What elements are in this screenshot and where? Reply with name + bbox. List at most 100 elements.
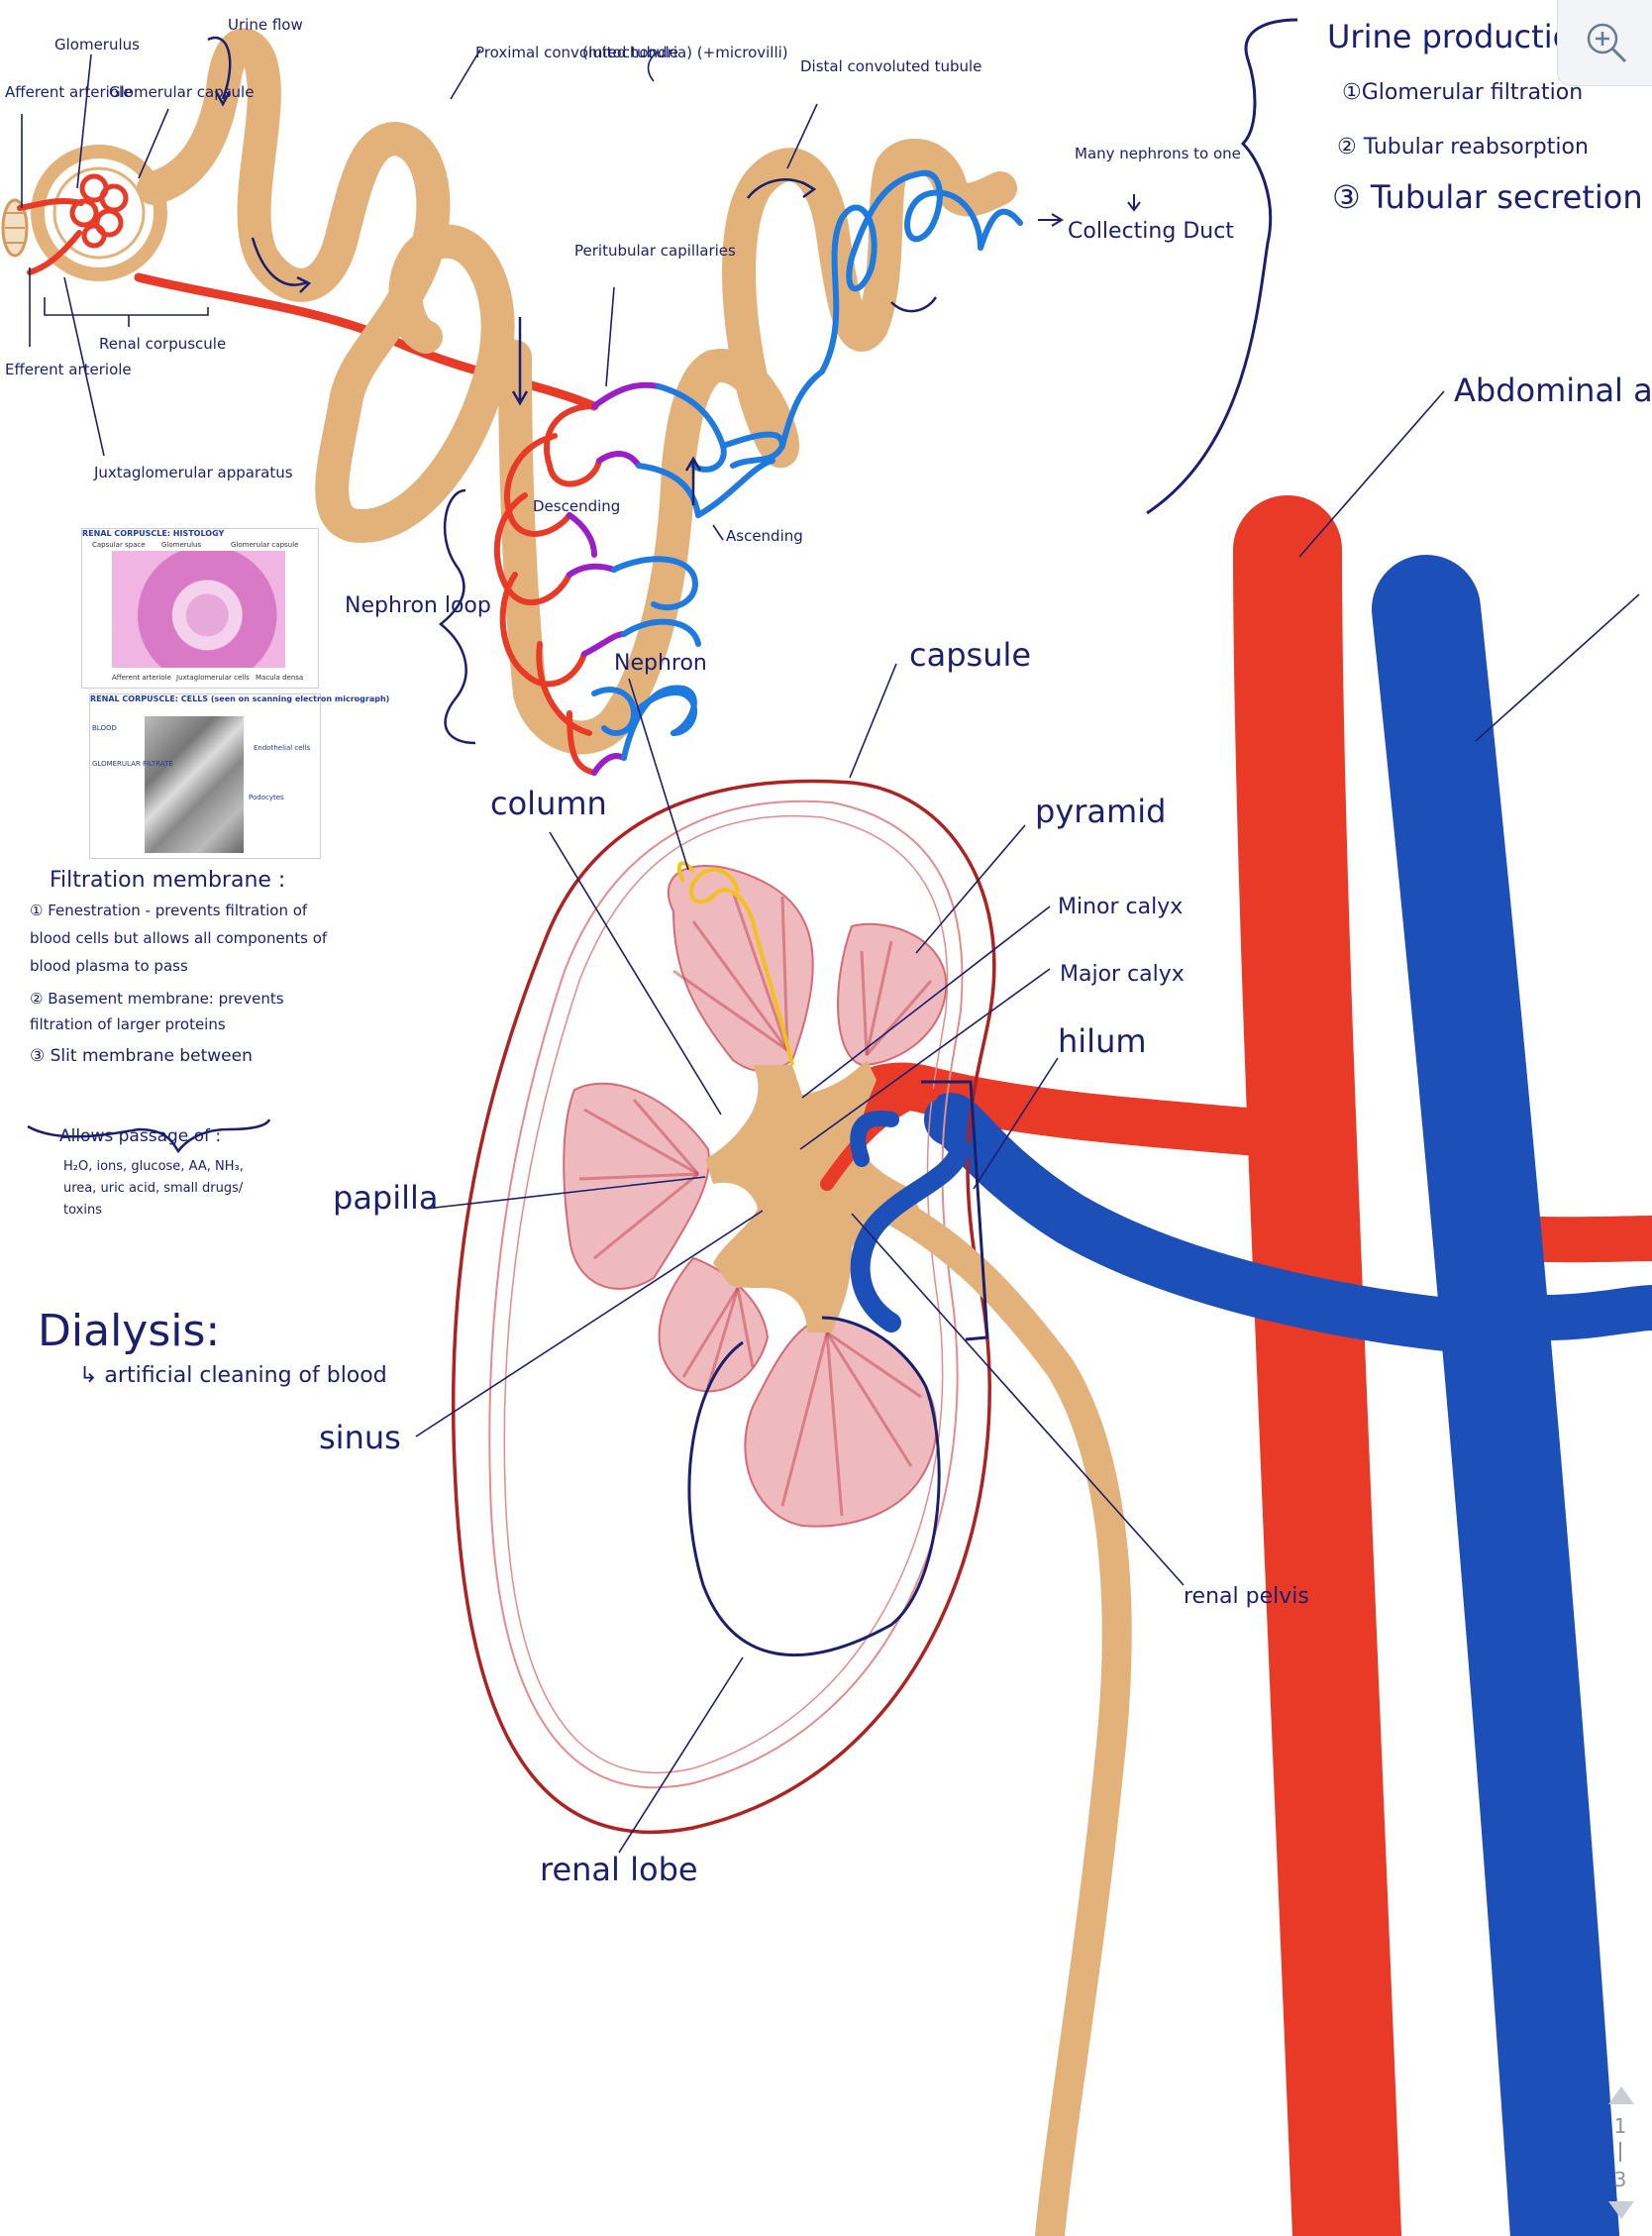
label-renal-corpuscle: Renal corpuscule <box>99 335 226 353</box>
label-efferent-arteriole: Efferent arteriole <box>5 361 132 378</box>
label-renal-lobe: renal lobe <box>540 1851 698 1888</box>
label-ascending: Ascending <box>726 527 803 545</box>
label-glomerulus: Glomerulus <box>54 36 140 53</box>
efferent-arteriole <box>27 230 82 275</box>
sem-label-podocytes: Podocytes <box>249 794 284 801</box>
page-separator <box>1619 2142 1621 2162</box>
nephron-in-kidney <box>688 867 794 1066</box>
glomerular-capsule <box>31 145 167 281</box>
renal-artery-in-hilum <box>820 1088 938 1191</box>
ureter <box>857 1184 1132 2236</box>
filtration-item-1: ① Fenestration - prevents filtration of … <box>30 902 328 975</box>
filtration-notes: ① Fenestration - prevents filtration of … <box>30 902 387 1388</box>
diagram-labels: Glomerulus Urine flow Afferent arteriole… <box>5 16 1652 1888</box>
histology-label-afferent: Afferent arteriole <box>112 674 171 682</box>
histology-label-glomerular-capsule: Glomerular capsule <box>231 541 299 549</box>
flow-arrow-2 <box>251 237 308 286</box>
histology-thumbnail-title: RENAL CORPUSCLE: HISTOLOGY <box>82 529 225 538</box>
histology-thumbnail: RENAL CORPUSCLE: HISTOLOGY Capsular spac… <box>81 528 319 689</box>
flow-arrow-4 <box>890 296 938 313</box>
label-distal-tubule: Distal convoluted tubule <box>800 57 981 75</box>
label-juxtaglomerular: Juxtaglomerular apparatus <box>93 464 293 481</box>
label-afferent-arteriole: Afferent arteriole <box>5 83 132 101</box>
vena-cava-branch-right <box>1544 1285 1652 1340</box>
label-renal-pelvis: renal pelvis <box>1184 1584 1309 1609</box>
afferent-arteriole <box>17 197 84 211</box>
pyramid-right-top <box>837 922 948 1067</box>
urine-production-step-2: ② Tubular reabsorption <box>1337 135 1589 160</box>
label-nephron-loop: Nephron loop <box>345 593 491 618</box>
nephron-diagram <box>1 28 1141 776</box>
page-total: 3 <box>1613 2168 1627 2191</box>
histology-label-glomerulus: Glomerulus <box>161 541 202 549</box>
histology-label-macula-densa: Macula densa <box>256 674 304 682</box>
label-glomerular-capsule: Glomerular capsule <box>109 83 254 101</box>
urine-production-step-3: ③ Tubular secretion <box>1332 178 1643 216</box>
label-urine-flow: Urine flow <box>228 16 303 34</box>
abdominal-aorta <box>1233 495 1401 2236</box>
pyramid-left-bottom <box>658 1256 770 1393</box>
sem-micrograph <box>145 716 244 853</box>
sem-label-blood: BLOOD <box>92 724 117 732</box>
allows-passage-list: H₂O, ions, glucose, AA, NH₃, urea, uric … <box>63 1159 244 1218</box>
filtration-item-3: ③ Slit membrane between <box>30 1046 253 1066</box>
label-column: column <box>490 785 607 822</box>
pyramid-striations <box>578 891 933 1517</box>
kidney-capsule-outline <box>451 779 996 1835</box>
label-collecting-duct: Collecting Duct <box>1068 219 1234 244</box>
zoom-in-button[interactable] <box>1557 0 1652 86</box>
glomerular-capsule-inner <box>52 166 146 260</box>
page-navigator[interactable]: 1 3 <box>1600 2080 1640 2229</box>
renal-lobe-outline <box>687 1316 941 1657</box>
kidney-cortex-inner-outline <box>488 799 964 1789</box>
zoom-in-icon <box>1587 23 1627 63</box>
histology-label-juxtaglomerular: Juxtaglomerular cells <box>176 674 250 682</box>
leader-lines <box>21 18 1640 1854</box>
sem-label-endothelial: Endothelial cells <box>254 744 311 752</box>
urine-production-step-1: ①Glomerular filtration <box>1342 80 1583 105</box>
proximal-convoluted-tubule <box>137 28 515 543</box>
allows-passage-title: Allows passage of : <box>59 1126 222 1146</box>
flow-arrow-1 <box>207 36 232 100</box>
dialysis-text: ↳ artificial cleaning of blood <box>79 1363 387 1388</box>
nephron-in-kidney-2 <box>676 861 695 883</box>
label-capsule: capsule <box>909 636 1031 674</box>
pyramid-left <box>563 1082 710 1290</box>
sem-label-filtrate: GLOMERULAR FILTRATE <box>92 760 173 768</box>
label-many-nephrons: Many nephrons to one <box>1075 145 1241 162</box>
renal-vein-in-hilum-2 <box>850 1111 899 1167</box>
arrow-down-collecting <box>1127 194 1141 212</box>
vena-cava <box>1372 555 1619 2236</box>
kidney-cortex-inner-outline-2 <box>503 814 949 1774</box>
label-hilum: hilum <box>1058 1022 1147 1060</box>
sem-thumbnail-title: RENAL CORPUSCLE: CELLS (seen on scanning… <box>90 694 390 703</box>
sem-thumbnail: RENAL CORPUSCLE: CELLS (seen on scanning… <box>89 693 389 859</box>
filtration-title: Filtration membrane : <box>50 868 285 893</box>
label-mitochondria: (mitochondria) (+microvilli) <box>582 44 788 61</box>
peritubular-capillaries <box>493 169 1023 776</box>
dialysis-title: Dialysis: <box>38 1306 220 1356</box>
page-current: 1 <box>1613 2114 1627 2138</box>
label-sinus: sinus <box>319 1419 401 1456</box>
kidney <box>451 779 1132 2236</box>
label-pyramid: pyramid <box>1035 793 1166 830</box>
label-papilla: papilla <box>333 1179 439 1217</box>
label-peritubular-capillaries: Peritubular capillaries <box>574 242 736 260</box>
label-abdominal-aorta: Abdominal aorta <box>1454 372 1652 409</box>
renal-pelvis-and-calyces <box>705 1060 921 1332</box>
label-proximal-tubule: Proximal convoluted tubule <box>475 44 678 61</box>
glomerulus <box>69 173 129 249</box>
urine-production-title: Urine production <box>1327 18 1592 55</box>
histology-micrograph <box>112 551 285 668</box>
label-descending: Descending <box>533 497 620 515</box>
page-up-icon[interactable] <box>1608 2086 1634 2104</box>
label-minor-calyx: Minor calyx <box>1058 895 1183 919</box>
label-major-calyx: Major calyx <box>1060 962 1185 987</box>
histology-label-capsular-space: Capsular space <box>92 541 146 549</box>
label-nephron: Nephron <box>614 651 707 676</box>
page-down-icon[interactable] <box>1608 2201 1634 2219</box>
filtration-item-2: ② Basement membrane: prevents filtration… <box>30 990 284 1033</box>
renal-vein-in-hilum <box>850 1139 971 1332</box>
hilum-bracket <box>921 1080 989 1341</box>
